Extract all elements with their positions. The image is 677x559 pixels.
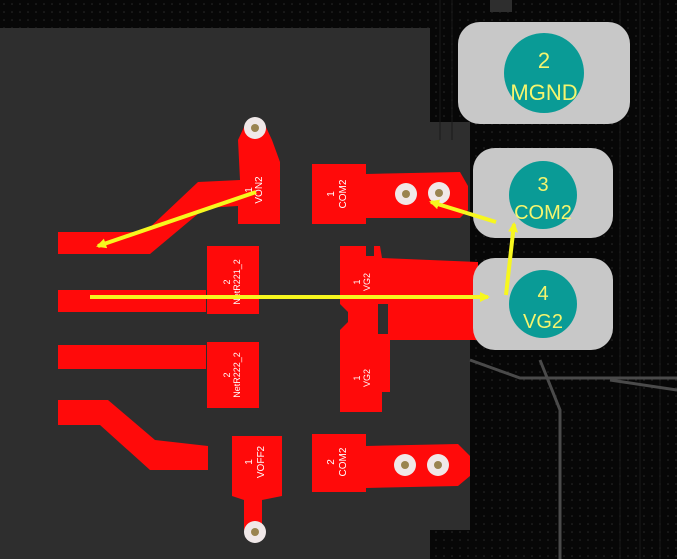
silk-von2-pin: 1 — [244, 187, 255, 193]
copper-plane-strip — [490, 0, 512, 12]
pad-vg2: 4 VG2 — [473, 258, 613, 350]
silk-netr222-net: NetR222_2 — [232, 352, 242, 398]
silk-netr221-pin: 2 — [222, 279, 232, 284]
copper-gaps — [366, 246, 388, 334]
arrow-vg2-to-com2 — [504, 222, 519, 296]
pad-mgnd: 2 MGND — [458, 22, 630, 124]
silk-com2b-pin: 2 — [326, 459, 337, 465]
silk-vg2a-net: VG2 — [362, 273, 372, 291]
pad-com2: 3 COM2 — [473, 148, 613, 238]
silk-voff2-pin: 1 — [244, 459, 255, 465]
silk-vg2b-net: VG2 — [362, 369, 372, 387]
via — [427, 454, 449, 476]
arrow-von2-to-pin1 — [96, 190, 257, 249]
silk-vg2a-pin: 1 — [352, 279, 362, 284]
silk-von2-net: VON2 — [254, 176, 265, 204]
pad-vg2-number: 4 — [537, 283, 548, 305]
arrow-com2-to-via — [429, 199, 497, 224]
pad-mgnd-number: 2 — [538, 48, 550, 73]
gray-traces — [469, 358, 677, 559]
vias — [244, 117, 450, 543]
silk-com2b-net: COM2 — [338, 447, 349, 476]
via — [394, 454, 416, 476]
annotation-arrows — [90, 190, 519, 302]
via — [395, 183, 417, 205]
silk-com2-pin: 1 — [326, 191, 337, 197]
via — [244, 521, 266, 543]
pad-com2-number: 3 — [537, 174, 548, 196]
via — [244, 117, 266, 139]
silk-netr221-net: NetR221_2 — [232, 259, 242, 305]
silk-com2-net: COM2 — [338, 179, 349, 208]
silk-voff2-net: VOFF2 — [256, 445, 267, 478]
silk-vg2b-pin: 1 — [352, 375, 362, 380]
via — [428, 182, 450, 204]
silk-netr222-pin: 2 — [222, 372, 232, 377]
connector-pads: 2 MGND 3 COM2 4 VG2 — [458, 22, 630, 350]
pad-mgnd-net: MGND — [510, 80, 577, 105]
pad-com2-net: COM2 — [514, 202, 572, 224]
pad-vg2-net: VG2 — [523, 311, 563, 333]
